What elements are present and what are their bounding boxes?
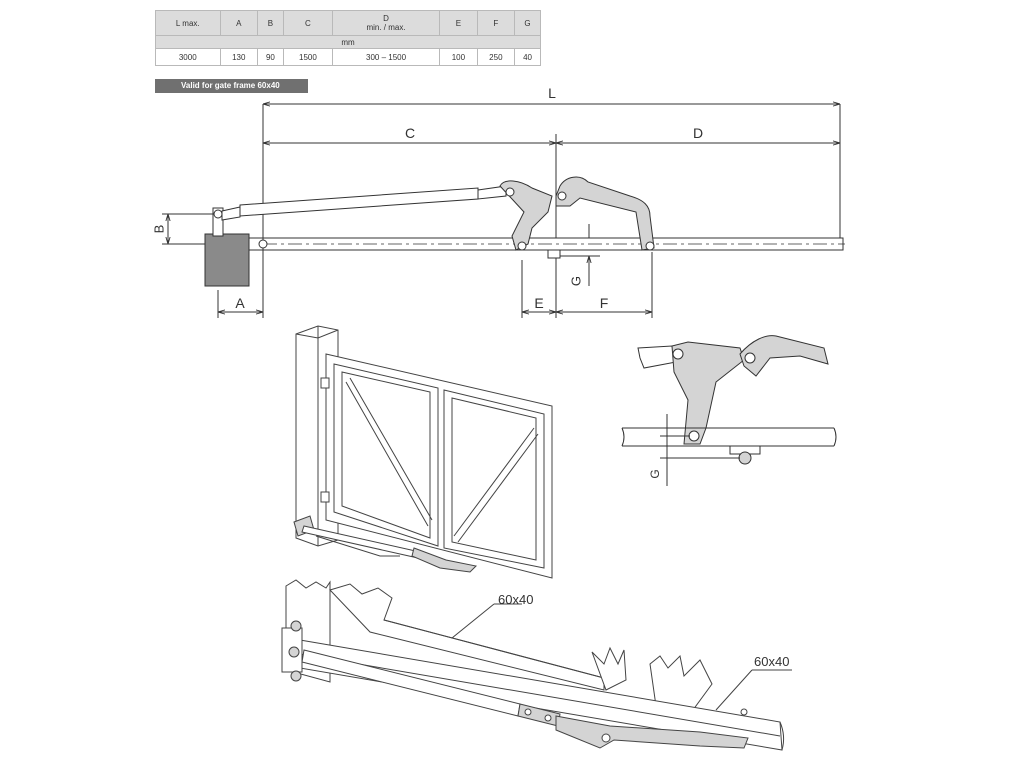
value-e: 100 xyxy=(439,48,478,66)
header-lmax: L max. xyxy=(155,10,221,36)
detail-frame-break-left xyxy=(621,427,625,447)
detail-lever-right xyxy=(739,335,829,377)
close-rail-break xyxy=(779,721,785,751)
iso-leaf-right xyxy=(443,389,545,569)
label-g: G xyxy=(568,276,583,286)
close-rail-lower-edge xyxy=(299,653,781,737)
hinge-pin xyxy=(258,239,268,249)
iso-leaf-left xyxy=(333,363,439,547)
lever-pivot-1 xyxy=(505,187,515,197)
detail-pivot-2 xyxy=(744,352,756,364)
close-break-center xyxy=(591,646,627,691)
arm-inner-tube xyxy=(477,185,507,200)
iso-hinge-bottom xyxy=(320,491,330,503)
callout-leader-top xyxy=(451,603,495,639)
lever-pivot-3 xyxy=(517,241,527,251)
label-d: D xyxy=(693,125,703,141)
label-a: A xyxy=(235,295,245,311)
close-rail-upper-edge xyxy=(383,619,605,679)
lever-plate-right xyxy=(555,176,655,251)
bottom-closeup-view: 60x40 60x40 xyxy=(281,579,792,751)
callout-leader-bottom xyxy=(715,669,753,711)
value-a: 130 xyxy=(219,48,259,66)
detail-pivot-3 xyxy=(688,430,700,442)
close-clamp-bolt-1 xyxy=(524,708,532,716)
value-d: 300 – 1500 xyxy=(331,48,441,66)
iso-operator-lever xyxy=(411,547,478,573)
lever-pivot-2 xyxy=(557,191,567,201)
close-hinge-bolt-bottom xyxy=(290,670,302,682)
iso-brace-left xyxy=(345,377,433,527)
detail-arm-stub xyxy=(637,345,677,369)
close-hinge-bolt-mid xyxy=(288,646,300,658)
gate-stop-block xyxy=(547,249,561,259)
callout-label-bottom: 60x40 xyxy=(754,654,789,669)
gate-post xyxy=(204,233,250,287)
iso-ground-line xyxy=(315,535,400,557)
iso-brace-right xyxy=(453,427,539,543)
detail-pivot-1 xyxy=(672,348,684,360)
header-e: E xyxy=(439,10,478,36)
label-f: F xyxy=(600,295,609,311)
gate-isometric-view xyxy=(293,325,553,579)
detail-stop-knob xyxy=(738,451,752,465)
iso-leaf-right-inner xyxy=(451,397,537,561)
callout-label-top: 60x40 xyxy=(498,592,533,607)
label-b: B xyxy=(151,225,166,234)
value-c: 1500 xyxy=(282,48,333,66)
iso-leaf-left-inner xyxy=(341,371,431,539)
value-lmax: 3000 xyxy=(155,48,221,66)
post-bracket xyxy=(212,207,224,237)
header-d-letter: D xyxy=(383,14,389,23)
detail-view: G xyxy=(621,335,837,486)
value-g: 40 xyxy=(514,48,541,66)
label-l: L xyxy=(548,85,556,101)
lever-plate-left xyxy=(499,180,553,251)
arm-end-fitting xyxy=(221,206,241,221)
arm-outer-tube xyxy=(239,187,479,217)
header-f: F xyxy=(476,10,516,36)
iso-post-top xyxy=(295,329,339,339)
header-c: C xyxy=(282,10,333,36)
value-f: 250 xyxy=(476,48,516,66)
header-b: B xyxy=(257,10,284,36)
label-c: C xyxy=(405,125,415,141)
close-hinge-bolt-top xyxy=(290,620,302,632)
close-rail-upper xyxy=(329,583,605,691)
close-clamp-bolt-2 xyxy=(544,714,552,722)
lever-pivot-4 xyxy=(645,241,655,251)
header-g: G xyxy=(514,10,541,36)
close-rail-screw xyxy=(740,708,748,716)
iso-hinge-top xyxy=(320,377,330,389)
detail-lever-left xyxy=(671,341,745,445)
label-e: E xyxy=(534,295,543,311)
header-a: A xyxy=(219,10,259,36)
label-g-detail: G xyxy=(648,469,662,478)
top-view: L C D A E F B G xyxy=(151,85,845,318)
header-d-minmax: min. / max. xyxy=(366,23,406,32)
bracket-pivot xyxy=(213,209,223,219)
detail-frame-break-right xyxy=(833,427,837,447)
close-lever-pivot xyxy=(601,733,611,743)
value-b: 90 xyxy=(257,48,284,66)
frame-note-banner: Valid for gate frame 60x40 xyxy=(155,79,308,93)
